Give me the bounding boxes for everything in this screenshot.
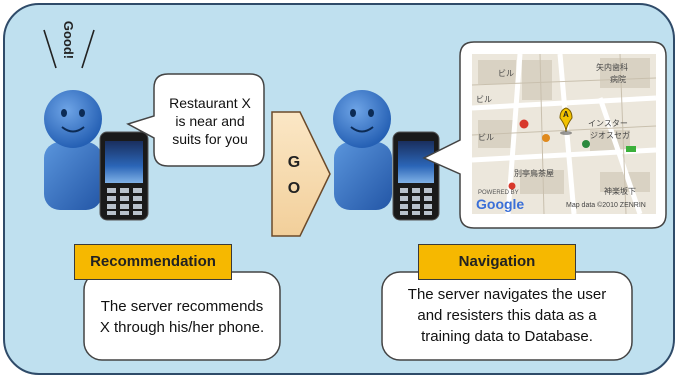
navigation-line-1: The server navigates the user	[407, 286, 607, 303]
recommendation-line-1: The server recommends	[100, 298, 264, 315]
speech-line-1: Restaurant X	[169, 95, 251, 111]
map-label-bottom: 神楽坂下	[604, 187, 636, 196]
recommendation-description: The server recommends X through his/her …	[90, 296, 274, 338]
go-arrow	[271, 111, 331, 237]
speech-line-2: is near and	[175, 113, 245, 129]
google-logo: Google	[476, 196, 525, 212]
exclamation-text: Good!	[61, 20, 76, 60]
map-label-hospital: 病院	[610, 75, 626, 84]
navigation-line-3: training data to Database.	[421, 328, 593, 345]
phone-left	[99, 131, 149, 221]
map-label-yaguchi: 矢内歯科	[596, 63, 628, 72]
map-image	[471, 53, 657, 215]
go-letter-o: O	[287, 180, 301, 197]
map-label-biru3: ビル	[478, 133, 494, 142]
navigation-description: The server navigates the user and resist…	[386, 284, 628, 347]
go-letter-g: G	[287, 154, 301, 171]
phone-right	[392, 131, 440, 221]
map-label-insta: インスター	[588, 119, 628, 128]
speech-bubble-shape	[126, 73, 265, 167]
map-label-betsu: 別亭鳥茶屋	[514, 169, 554, 178]
navigation-label: Navigation	[418, 244, 576, 280]
map-marker-letter: A	[563, 110, 569, 119]
exclamation-lines	[43, 29, 95, 69]
map-powered-by: POWERED BY	[478, 190, 519, 196]
person-left	[44, 90, 102, 210]
go-text: G O	[276, 150, 312, 202]
speech-bubble-text: Restaurant X is near and suits for you	[160, 94, 260, 148]
map-label-jio: ジオスセガ	[590, 131, 630, 140]
recommendation-line-2: X through his/her phone.	[99, 319, 265, 336]
map-label-biru2: ビル	[476, 95, 492, 104]
recommendation-label: Recommendation	[74, 244, 232, 280]
map-label-biru1: ビル	[498, 69, 514, 78]
person-right	[333, 90, 392, 210]
speech-line-3: suits for you	[172, 131, 248, 147]
navigation-line-2: and resisters this data as a	[417, 307, 597, 324]
map-attribution: Map data ©2010 ZENRIN	[566, 202, 646, 209]
